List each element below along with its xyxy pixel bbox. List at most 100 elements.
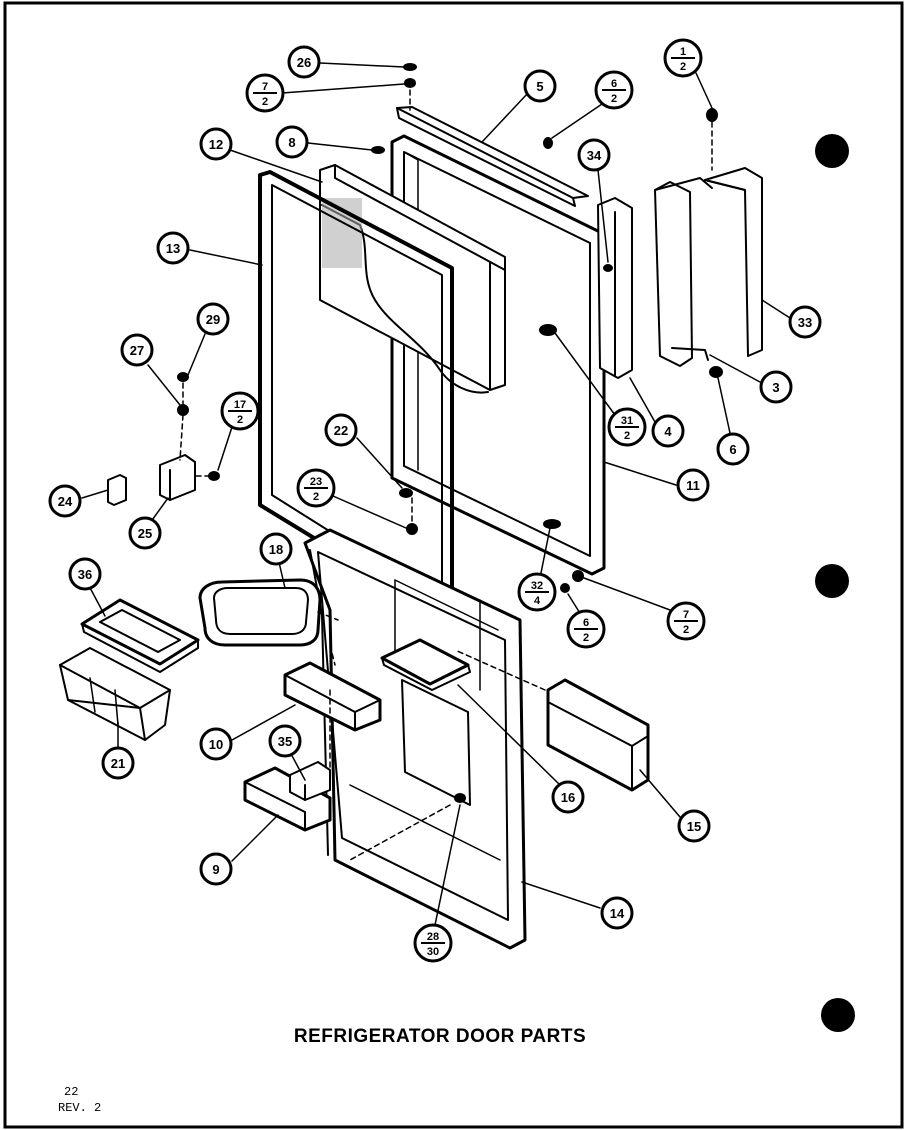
callout-number: 23 — [310, 476, 322, 488]
part-hinge-plate — [654, 177, 713, 367]
callout-quantity: 2 — [683, 624, 689, 636]
callout-quantity: 2 — [237, 414, 243, 426]
binder-hole-top — [815, 134, 849, 168]
callout-c10: 10 — [199, 727, 233, 761]
callout-number: 10 — [209, 737, 223, 752]
callout-circle — [677, 809, 711, 843]
part-shelf-bar — [283, 661, 382, 732]
callout-c6-2b: 62 — [566, 609, 606, 649]
callout-c16: 16 — [551, 780, 585, 814]
callout-c12: 12 — [199, 127, 233, 161]
callout-c22: 22 — [324, 413, 358, 447]
leader-lines — [81, 62, 791, 926]
callout-quantity: 2 — [611, 93, 617, 105]
part-small-bracket — [107, 474, 127, 506]
callout-number: 7 — [262, 81, 268, 93]
callout-c4: 4 — [651, 414, 685, 448]
callout-quantity: 2 — [680, 61, 686, 73]
callout-c9: 9 — [199, 852, 233, 886]
part-door-liner — [303, 528, 527, 950]
callout-c35: 35 — [268, 724, 302, 758]
callout-circle — [676, 468, 710, 502]
callout-circle — [199, 852, 233, 886]
binder-hole-middle — [815, 564, 849, 598]
callout-quantity: 4 — [534, 595, 541, 607]
callout-quantity: 2 — [583, 632, 589, 644]
callout-number: 22 — [334, 423, 348, 438]
diagram-caption: REFRIGERATOR DOOR PARTS — [293, 1026, 587, 1047]
callout-c21: 21 — [101, 746, 135, 780]
callout-number: 3 — [772, 380, 779, 395]
callout-circle — [523, 69, 557, 103]
part-trim-strip — [546, 678, 650, 792]
callout-c18: 18 — [259, 532, 293, 566]
callout-circle — [196, 302, 230, 336]
callout-number: 16 — [561, 790, 575, 805]
callout-number: 1 — [680, 46, 686, 58]
callout-number: 15 — [687, 819, 701, 834]
callout-c24: 24 — [48, 484, 82, 518]
callout-circle — [287, 45, 321, 79]
callout-c34: 34 — [577, 138, 611, 172]
callout-circle — [577, 138, 611, 172]
callout-c6-2a: 62 — [594, 70, 634, 110]
callout-c1-2: 12 — [663, 38, 703, 78]
callout-number: 35 — [278, 734, 292, 749]
callout-c32-4: 324 — [517, 572, 557, 612]
callout-quantity: 2 — [313, 491, 319, 503]
callout-c6: 6 — [716, 432, 750, 466]
callout-c7-2a: 72 — [245, 73, 285, 113]
callout-number: 29 — [206, 312, 220, 327]
callout-circle — [101, 746, 135, 780]
callout-number: 17 — [234, 399, 246, 411]
callout-c27: 27 — [120, 333, 154, 367]
callout-number: 28 — [427, 931, 439, 943]
callout-quantity: 2 — [262, 96, 268, 108]
callout-circle — [68, 557, 102, 591]
callout-c29: 29 — [196, 302, 230, 336]
part-lower-shelf — [243, 766, 332, 832]
callout-number: 32 — [531, 580, 543, 592]
callout-c13: 13 — [156, 231, 190, 265]
callout-quantity: 2 — [624, 430, 630, 442]
callout-circle — [128, 516, 162, 550]
callout-number: 7 — [683, 609, 689, 621]
part-hinge-cover — [597, 197, 633, 379]
callout-c36: 36 — [68, 557, 102, 591]
callout-c14: 14 — [600, 896, 634, 930]
callout-number: 12 — [209, 137, 223, 152]
part-small-shelf — [380, 638, 471, 691]
callout-circle — [156, 231, 190, 265]
binder-hole-bottom — [821, 998, 855, 1032]
callout-number: 27 — [130, 343, 144, 358]
callout-c3: 3 — [759, 370, 793, 404]
callout-number: 9 — [212, 862, 219, 877]
callout-circle — [275, 125, 309, 159]
callout-circle — [716, 432, 750, 466]
page-frame — [3, 1, 904, 1129]
callout-c7-2b: 72 — [666, 601, 706, 641]
callout-number: 21 — [111, 756, 125, 771]
alignment-lines — [179, 89, 713, 861]
callout-number: 4 — [664, 424, 672, 439]
callout-number: 36 — [78, 567, 92, 582]
callout-circle — [759, 370, 793, 404]
callout-number: 11 — [686, 478, 700, 493]
callout-c5: 5 — [523, 69, 557, 103]
part-top-cap — [396, 106, 589, 207]
callout-circle — [788, 305, 822, 339]
callout-circle — [268, 724, 302, 758]
callout-circle — [551, 780, 585, 814]
callout-number: 14 — [610, 906, 625, 921]
callout-c33: 33 — [788, 305, 822, 339]
callout-circle — [48, 484, 82, 518]
callout-c26a: 26 — [287, 45, 321, 79]
part-hinge-pin-bracket — [159, 454, 196, 501]
part-dairy-compartment — [59, 647, 171, 741]
callout-circle — [259, 532, 293, 566]
callout-c25: 25 — [128, 516, 162, 550]
callout-c23-2: 232 — [296, 468, 336, 508]
callout-number: 13 — [166, 241, 180, 256]
